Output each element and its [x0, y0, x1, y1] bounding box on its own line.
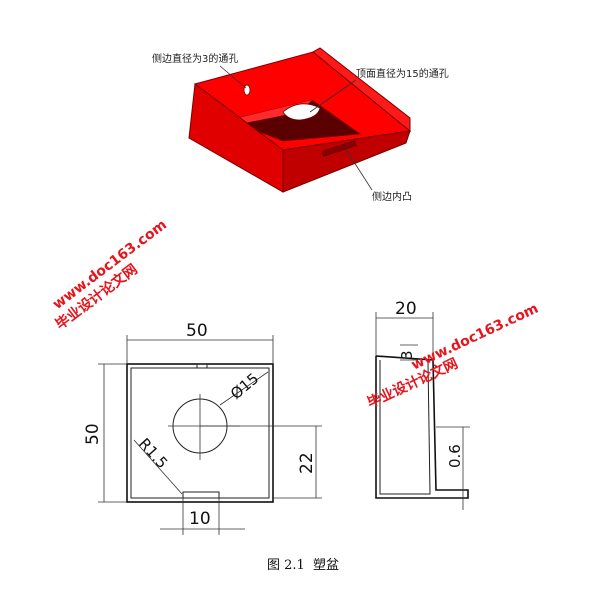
- watermark-left: 毕业设计论文网 www.doc163.com: [50, 217, 170, 333]
- model-annotations: 侧边直径为3的通孔 顶面直径为15的通孔 侧边内凸: [152, 52, 449, 203]
- annotation-top-hole: 顶面直径为15的通孔: [356, 67, 449, 80]
- dim-corner-radius: R1.5: [135, 435, 171, 473]
- front-outer-face: [282, 130, 411, 193]
- side-hole: [243, 84, 251, 96]
- annotation-side-hole: 侧边直径为3的通孔: [152, 52, 238, 65]
- dim-side-small: 3: [398, 350, 416, 360]
- inner-cavity: [228, 99, 362, 142]
- tray-3d-model: [188, 47, 412, 193]
- dim-hole-diameter: Ø15: [227, 369, 262, 403]
- dim-side-height: 0.6: [446, 444, 464, 468]
- dim-hole-offset: 22: [297, 452, 317, 474]
- top-face-hole: [282, 103, 321, 121]
- side-view-drawing: 20 3 0.6: [375, 299, 470, 510]
- right-outer-face: [312, 47, 411, 133]
- dim-top-width: 50: [186, 321, 208, 341]
- caption-label: 图 2.1: [267, 558, 305, 573]
- dim-left-height: 50: [83, 423, 103, 445]
- dim-bottom-width: 10: [189, 509, 211, 529]
- inner-back-wall: [230, 100, 312, 124]
- annotation-side-boss: 侧边内凸: [372, 190, 412, 203]
- side-slot: [321, 140, 357, 157]
- caption-title: 塑盆: [313, 558, 339, 573]
- front-view-drawing: 50 50 Ø15 R1.5 22 10: [83, 321, 322, 535]
- watermark-left-line2: www.doc163.com: [50, 217, 170, 313]
- figure-caption: 图 2.1 塑盆: [267, 558, 339, 573]
- watermark-right-line2: www.doc163.com: [409, 301, 541, 374]
- dim-side-width: 20: [395, 299, 417, 319]
